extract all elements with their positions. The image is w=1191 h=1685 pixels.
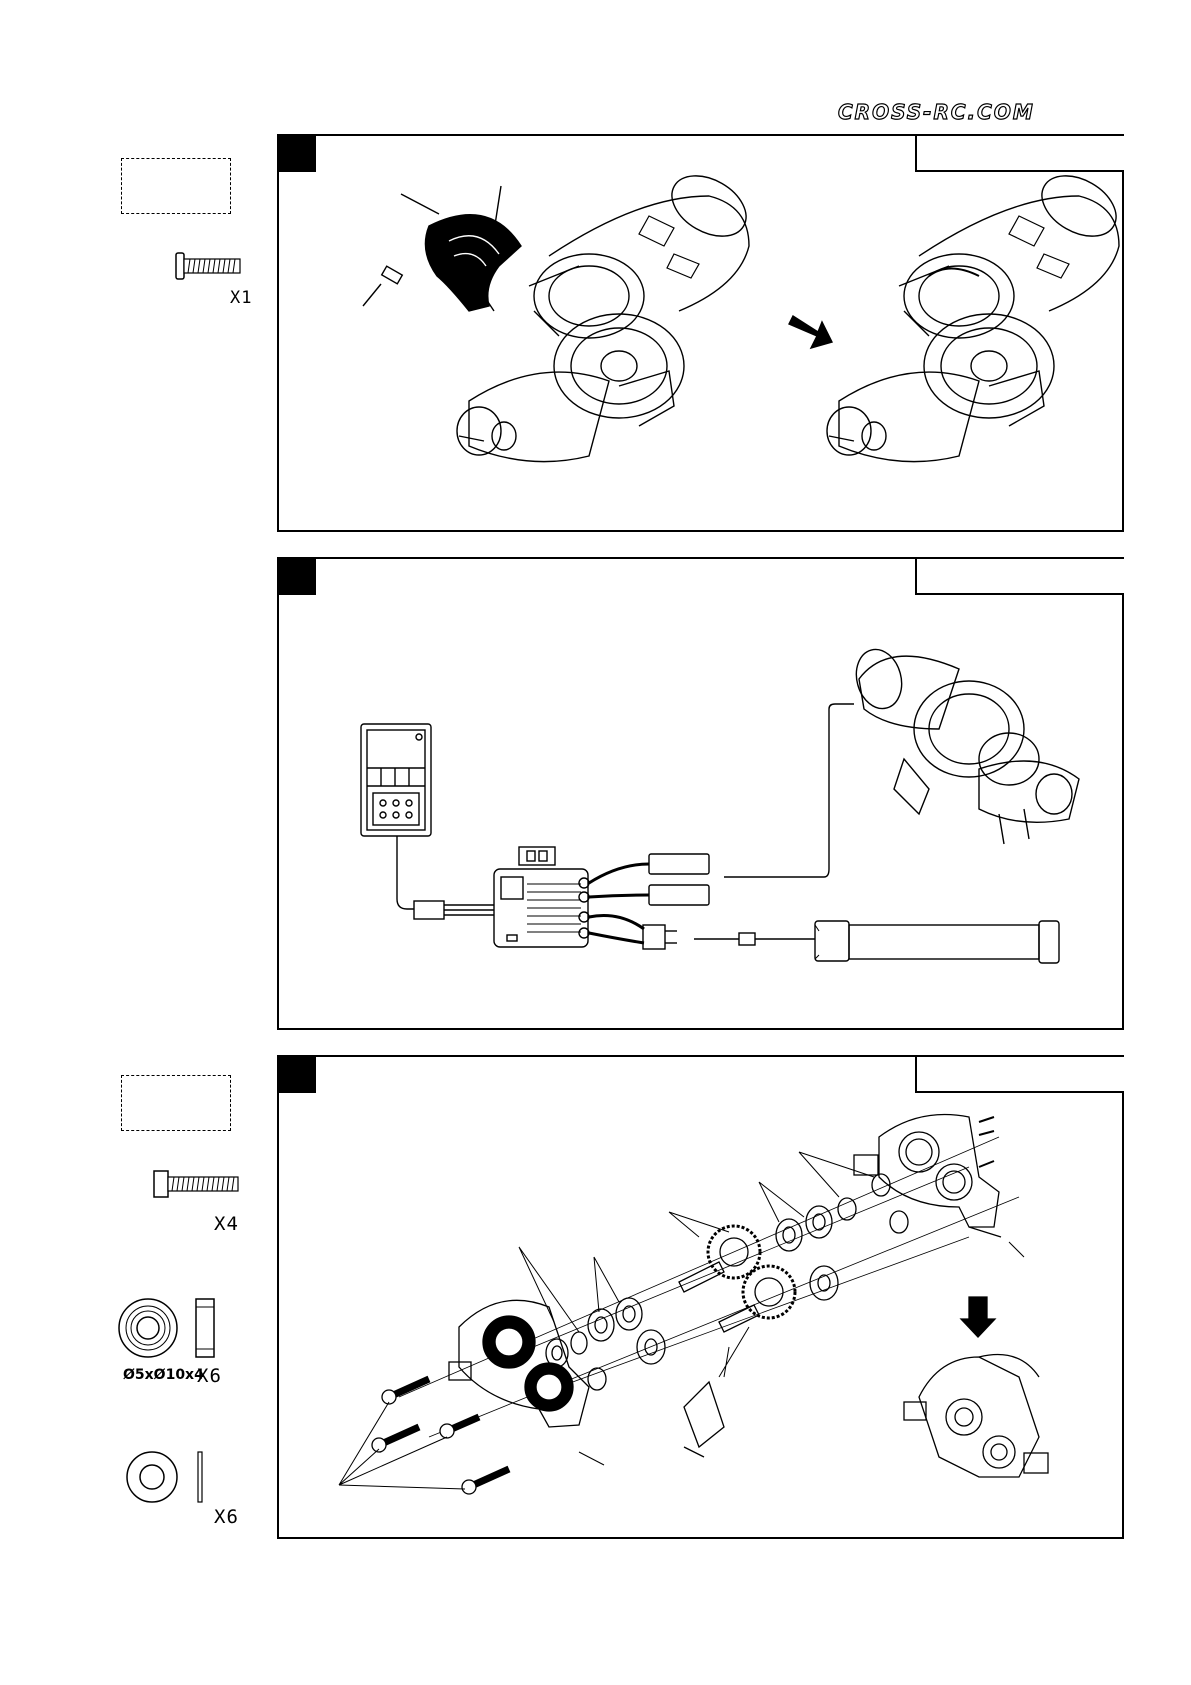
esc-wiring-illustration: [279, 559, 1126, 1032]
parts-bag-placeholder-3: [121, 1075, 231, 1131]
screw-icon: [174, 250, 244, 286]
step-panel-1: [277, 134, 1124, 532]
step-panel-3: [277, 1055, 1124, 1539]
brand-logo-text: CROSS-RC.COM: [838, 100, 1035, 124]
motor-cover-assembly-illustration: [279, 136, 1126, 534]
bearing-size-label: Ø5xØ10x4: [123, 1367, 204, 1383]
screw-quantity-1: X1: [230, 288, 252, 308]
bearing-quantity: X6: [197, 1365, 222, 1387]
bearing-icon: [118, 1295, 238, 1361]
cap-screw-quantity: X4: [214, 1213, 239, 1235]
washer-icon: [126, 1450, 216, 1504]
step-panel-2: [277, 557, 1124, 1030]
gearbox-exploded-illustration: [279, 1057, 1126, 1541]
cap-screw-icon: [152, 1167, 242, 1203]
cross-rc-logo: CROSS-RC.COM: [836, 100, 1076, 124]
washer-quantity: X6: [214, 1506, 239, 1528]
parts-bag-placeholder-1: [121, 158, 231, 214]
